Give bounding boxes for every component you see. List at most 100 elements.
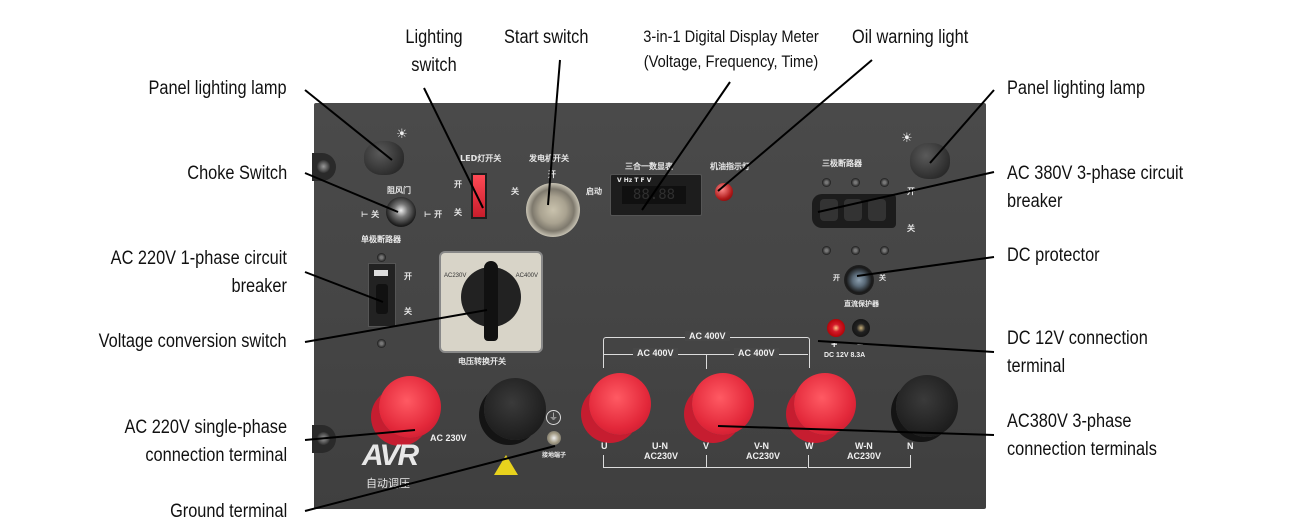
panel-lighting-lamp-left[interactable] xyxy=(364,141,404,175)
oil-label: 机油指示灯 xyxy=(710,162,750,171)
label-line-1: AC 220V single-phase xyxy=(124,417,287,438)
label-oil-warning-light: Oil warning light xyxy=(852,27,969,48)
phase-w-outlet-cap[interactable] xyxy=(794,373,856,435)
meter-modes: V Hz T F V xyxy=(617,177,652,184)
dc12-rating: DC 12V 8.3A xyxy=(824,352,866,359)
led-off-label: 关 xyxy=(454,208,462,217)
start-on-label: 开 xyxy=(548,170,556,179)
ac230-label: AC 230V xyxy=(430,433,467,443)
panel-latch-top xyxy=(312,153,336,181)
label-line-1: Lighting xyxy=(405,27,463,48)
label-dc-protector: DC protector xyxy=(1007,245,1100,266)
ac380-circuit-breaker[interactable] xyxy=(812,194,896,228)
label-line-2: (Voltage, Frequency, Time) xyxy=(643,52,819,71)
label-line-1: AC 220V 1-phase circuit xyxy=(110,248,287,269)
phase-w-label: W xyxy=(805,441,814,451)
choke-on-label: ⊢ 开 xyxy=(424,210,443,219)
panel-lighting-lamp-right[interactable] xyxy=(910,143,950,179)
label-ac220-terminal: AC 220V single-phase connection terminal xyxy=(124,414,287,470)
ac400-top-label: AC 400V xyxy=(685,331,730,341)
label-voltage-conversion-switch: Voltage conversion switch xyxy=(98,331,287,352)
un-voltage: AC230V xyxy=(644,451,679,461)
panel-latch-bottom xyxy=(312,425,336,453)
label-line-1: 3-in-1 Digital Display Meter xyxy=(643,27,819,46)
wn-label: W-N xyxy=(855,441,873,451)
screw xyxy=(851,246,860,255)
un-label: U-N xyxy=(652,441,668,451)
ac220-circuit-breaker[interactable] xyxy=(368,263,396,327)
screw xyxy=(880,178,889,187)
ground-terminal[interactable] xyxy=(547,431,561,445)
phase-u-outlet-cap[interactable] xyxy=(589,373,651,435)
label-panel-lighting-lamp-left: Panel lighting lamp xyxy=(148,78,287,99)
neutral-outlet-cap[interactable] xyxy=(896,375,958,437)
screw xyxy=(822,246,831,255)
phase-v-outlet-cap[interactable] xyxy=(692,373,754,435)
ground-symbol-icon: ⏚ xyxy=(546,410,561,425)
label-line-1: AC 380V 3-phase circuit xyxy=(1007,163,1184,184)
dc-protector-label: 直流保护器 xyxy=(844,300,879,308)
label-digital-meter: 3-in-1 Digital Display Meter (Voltage, F… xyxy=(624,24,839,74)
breaker-on-label: 开 xyxy=(404,272,412,281)
screw xyxy=(377,253,386,262)
triple-on-label: 开 xyxy=(907,187,915,196)
choke-off-label: ⊢ 关 xyxy=(361,210,380,219)
label-ac220-breaker: AC 220V 1-phase circuit breaker xyxy=(111,245,287,301)
ground-label: 接地端子 xyxy=(542,452,567,459)
avr-logo-subtitle: 自动调压 xyxy=(366,477,410,490)
screw xyxy=(880,246,889,255)
led-on-label: 开 xyxy=(454,180,462,189)
label-line-1: DC 12V connection xyxy=(1007,328,1148,349)
label-line-1: AC380V 3-phase xyxy=(1007,411,1132,432)
ac220-outlet-cap[interactable] xyxy=(379,376,441,438)
label-dc12-terminal: DC 12V connection terminal xyxy=(1007,325,1148,381)
lighting-rocker-switch[interactable] xyxy=(471,173,487,219)
phase-u-label: U xyxy=(601,441,608,451)
label-line-2: terminal xyxy=(1007,356,1066,377)
vn-label: V-N xyxy=(754,441,770,451)
digital-display-meter: V Hz T F V 88.88 xyxy=(610,174,702,216)
start-key-switch[interactable] xyxy=(526,183,580,237)
off-text: 关 xyxy=(371,210,380,219)
dc-protector-off-label: 关 xyxy=(879,274,886,282)
label-start-switch: Start switch xyxy=(504,27,589,48)
meter-digits: 88.88 xyxy=(622,186,686,204)
warning-high-voltage-icon xyxy=(494,455,518,475)
phase-n-label: N xyxy=(907,441,914,451)
label-lighting-switch: Lighting switch xyxy=(374,24,494,80)
on-text: 开 xyxy=(434,210,443,219)
dc12-minus: − xyxy=(857,339,864,351)
screw xyxy=(822,178,831,187)
oil-warning-light xyxy=(715,183,733,201)
switch-right-label: AC400V xyxy=(515,273,538,279)
gen-switch-label: 发电机开关 xyxy=(529,154,569,163)
start-start-label: 启动 xyxy=(586,187,602,196)
dc12-negative-terminal[interactable] xyxy=(852,319,870,337)
un-bracket xyxy=(603,455,706,468)
lamp-icon: ☀ xyxy=(901,130,913,145)
wn-bracket xyxy=(808,455,911,468)
lamp-icon: ☀ xyxy=(396,126,408,141)
dc12-positive-terminal[interactable] xyxy=(827,319,845,337)
ac400-right-label: AC 400V xyxy=(734,348,779,358)
label-panel-lighting-lamp-right: Panel lighting lamp xyxy=(1007,78,1146,99)
voltage-conversion-switch[interactable]: AC230V AC400V xyxy=(439,251,543,353)
switch-left-label: AC230V xyxy=(444,273,467,279)
choke-switch[interactable] xyxy=(386,197,416,227)
ac400-left-label: AC 400V xyxy=(633,348,678,358)
led-switch-label: LED灯开关 xyxy=(460,154,502,163)
dc12-plus: + xyxy=(831,339,838,351)
start-off-label: 关 xyxy=(511,187,519,196)
generator-control-panel: ☀ 阻风门 ⊢ 关 ⊢ 开 单极断路器 开 关 LED灯开关 开 关 发电机开关… xyxy=(312,103,986,509)
dc-protector-on-label: 开 xyxy=(833,274,840,282)
label-line-2: connection terminal xyxy=(145,445,287,466)
label-line-2: breaker xyxy=(1007,191,1063,212)
meter-label: 三合一数显表 xyxy=(625,162,673,171)
label-ac380-terminals: AC380V 3-phase connection terminals xyxy=(1007,408,1157,464)
triple-breaker-label: 三极断路器 xyxy=(822,159,862,168)
single-breaker-label: 单极断路器 xyxy=(361,235,401,244)
spare-outlet-cap[interactable] xyxy=(484,378,546,440)
choke-label: 阻风门 xyxy=(387,186,411,195)
dc-protector[interactable] xyxy=(844,265,874,295)
label-ac380-breaker: AC 380V 3-phase circuit breaker xyxy=(1007,160,1183,216)
